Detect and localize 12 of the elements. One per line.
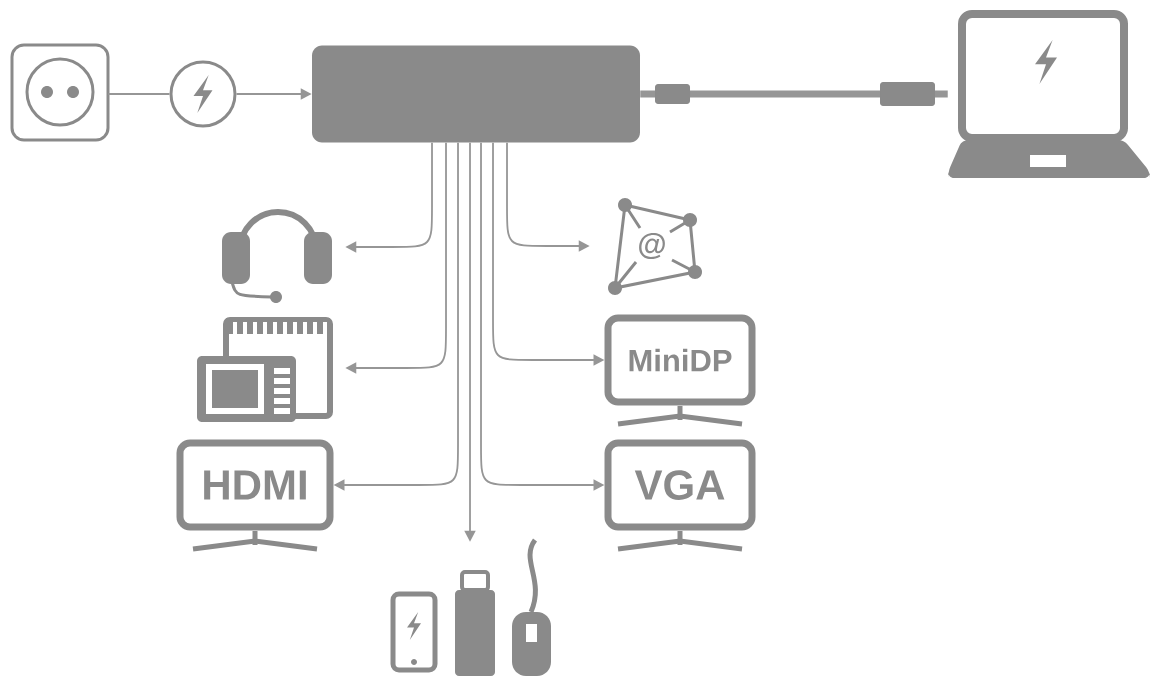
monitor-drawing: VGA	[604, 439, 756, 552]
monitor-drawing: MiniDP	[604, 314, 756, 427]
usb-devices-drawing	[390, 538, 551, 676]
laptop-drawing	[948, 10, 1150, 178]
memory-card-drawing	[197, 317, 333, 422]
headset-drawing	[222, 209, 332, 303]
monitor-drawing: HDMI	[176, 439, 334, 552]
network-drawing: @	[608, 198, 702, 295]
dock-box	[312, 45, 640, 143]
socket-drawing	[10, 43, 110, 142]
power-circle	[169, 60, 237, 128]
connector-line	[107, 93, 171, 95]
